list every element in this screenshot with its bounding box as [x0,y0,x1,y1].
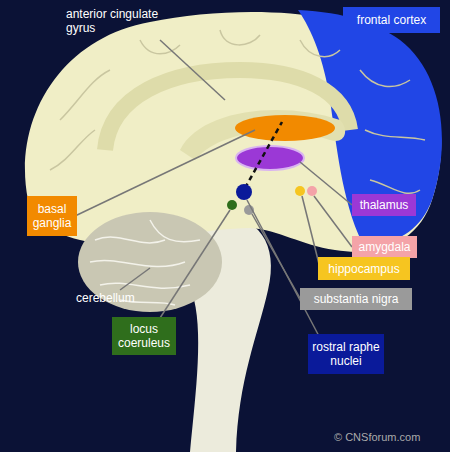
region-label: anterior cingulate gyrus [66,7,176,35]
label-box: thalamus [352,194,416,216]
region-name: amygdala [358,240,410,254]
thalamus-region [236,146,304,170]
raphe-region [236,184,252,200]
region-name: frontal cortex [357,13,426,27]
label-box: rostral raphe nuclei [308,334,384,374]
label-box: amygdala [352,236,417,258]
label-box: substantia nigra [300,288,412,310]
region-label: cerebellum [76,291,156,305]
locus-region [227,200,237,210]
region-name: thalamus [360,198,409,212]
hippocampus-region [295,186,305,196]
region-name: rostral raphe nuclei [312,340,380,368]
label-box: locus coeruleus [112,317,176,355]
label-box: frontal cortex [343,7,440,33]
gyri [50,30,425,193]
region-name: locus coeruleus [116,322,172,350]
basal-ganglia-region [235,115,335,141]
amygdala-region [307,186,317,196]
label-box: basal ganglia [27,196,77,236]
region-name: hippocampus [328,262,399,276]
region-name: substantia nigra [314,292,399,306]
label-box: hippocampus [318,257,410,280]
region-name: basal ganglia [31,202,73,230]
copyright-note: © CNSforum.com [334,430,446,444]
